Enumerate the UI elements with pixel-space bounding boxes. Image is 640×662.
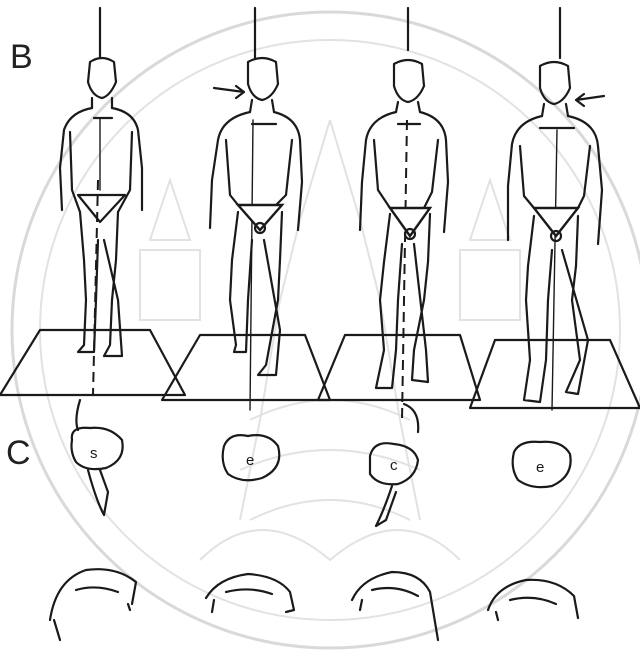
figure-3-posture [360,8,448,420]
arrow-indicator-4 [576,94,604,106]
footprint-1: s [72,400,123,515]
floor-platform-3 [318,335,480,400]
panel-label-b: B [10,38,33,77]
floor-platform-1 [0,330,185,395]
figure-2-posture [210,8,302,410]
footprint-letter-4: e [536,459,544,476]
footprint-letter-1: s [90,445,98,462]
footprint-letter-3: c [390,457,398,474]
torso-top-views [50,569,578,640]
figure-1-posture [60,8,142,395]
footprint-row: s e c e [72,400,571,526]
figure-4-posture [508,8,604,410]
arrow-indicator-2 [214,86,244,98]
floor-platform-4 [470,340,640,408]
panel-label-c: C [6,434,31,473]
footprint-4: e [513,442,571,487]
footprint-letter-2: e [246,452,254,469]
